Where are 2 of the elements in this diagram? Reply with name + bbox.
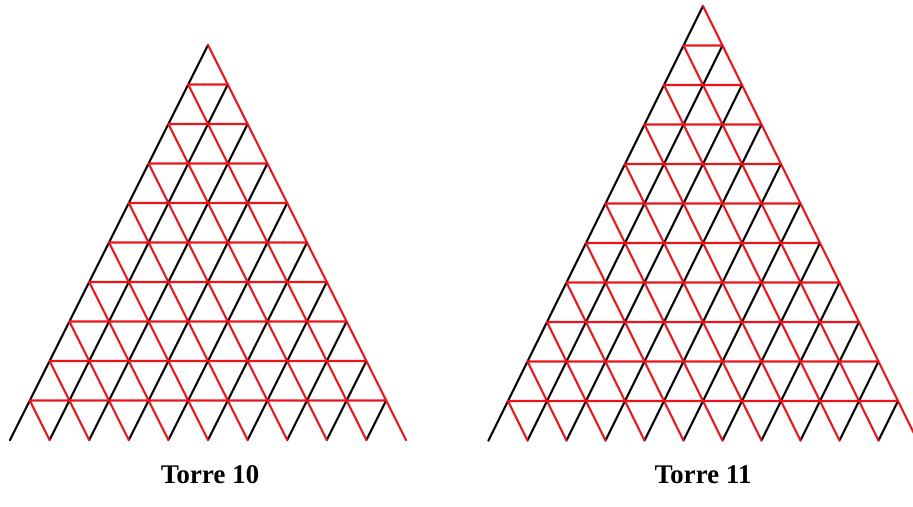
figure-caption: Torre 10: [160, 459, 260, 490]
figure-caption: Torre 11: [654, 459, 752, 490]
